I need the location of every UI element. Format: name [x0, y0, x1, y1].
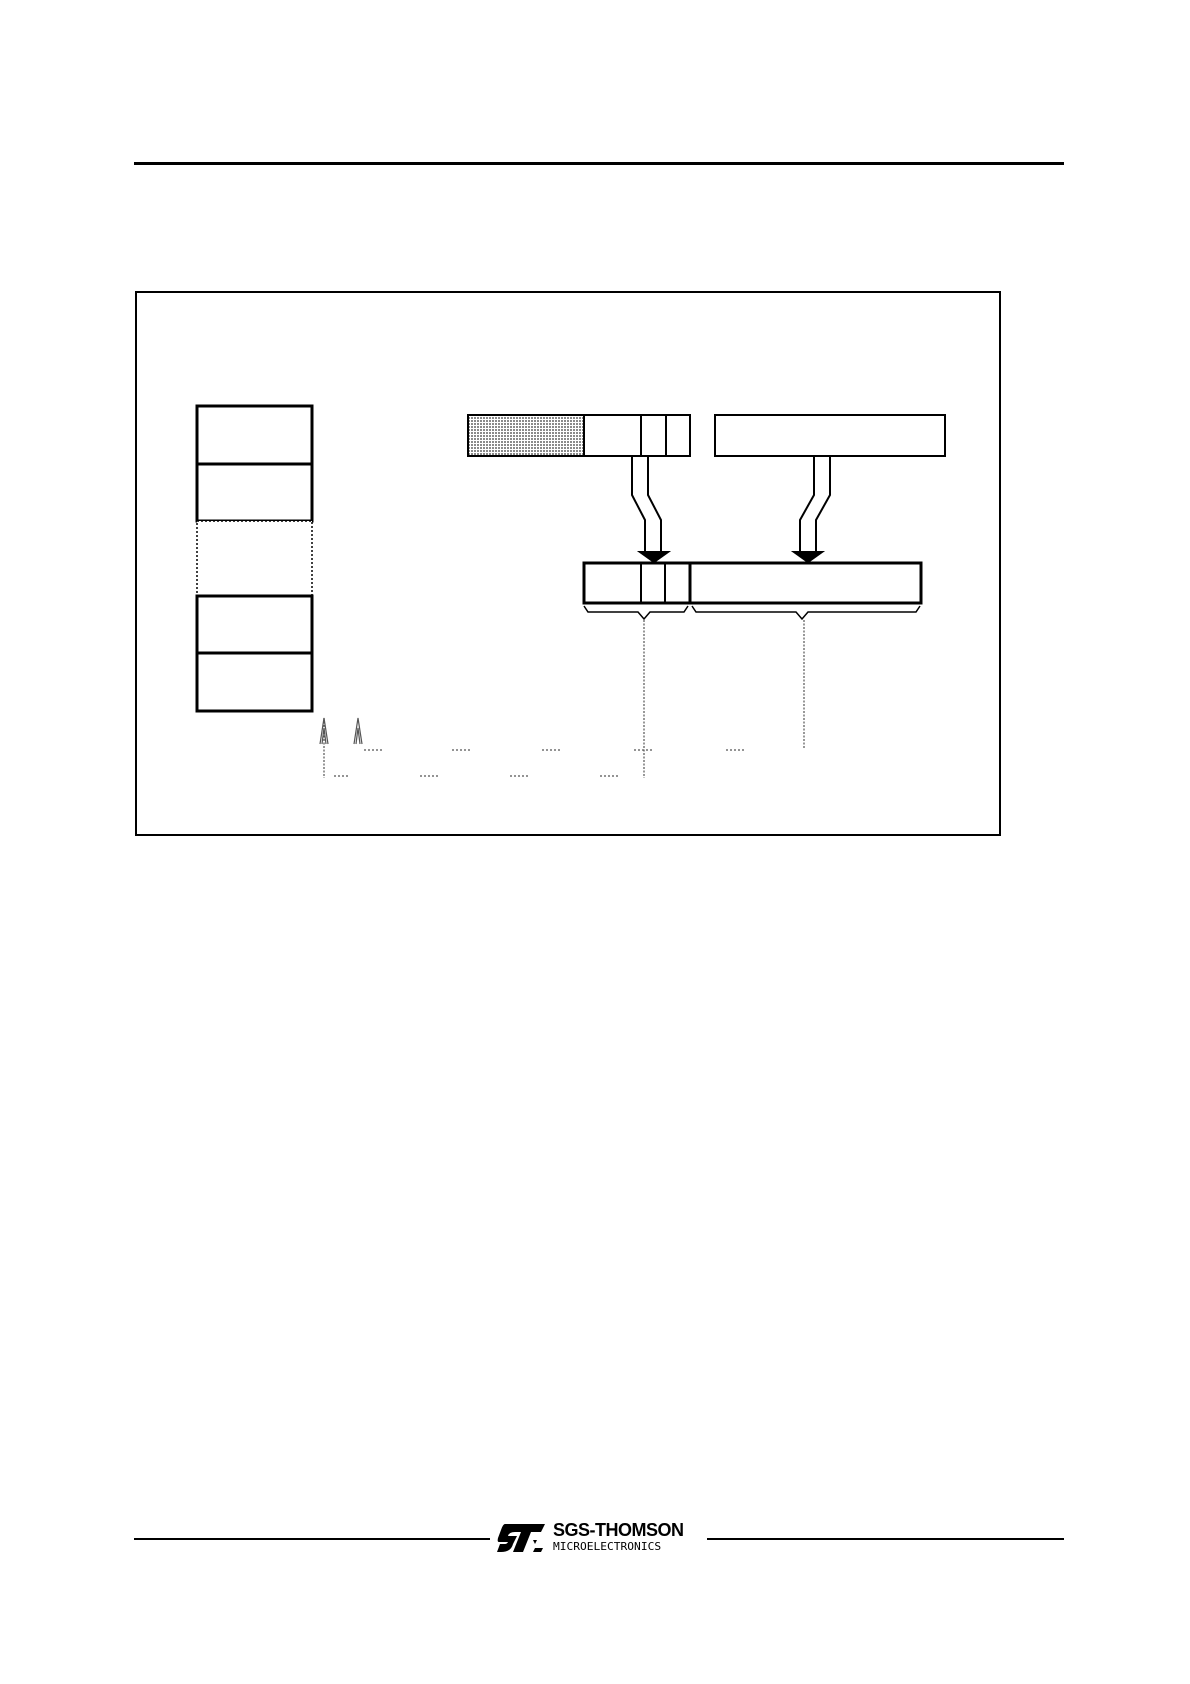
memory-block: [195, 594, 314, 655]
header-rule: [134, 162, 1064, 165]
figure-frame: [135, 291, 1001, 836]
register-bit: [665, 414, 691, 457]
address-markers: [319, 717, 744, 777]
offset-register: [714, 414, 946, 457]
field-braces: [583, 605, 921, 621]
company-logo: SGS-THOMSON MICROELECTRONICS: [497, 1520, 703, 1556]
memory-block: [195, 462, 314, 523]
left-transfer-arrow: [631, 456, 672, 564]
result-register: [582, 561, 923, 605]
logo-name: SGS-THOMSON: [553, 1520, 684, 1540]
leader-lines: [323, 620, 805, 778]
memory-block-gap: [196, 520, 313, 597]
memory-block: [195, 651, 314, 713]
source-register: [467, 414, 691, 457]
st-logo-icon: [497, 1524, 545, 1552]
memory-stack: [195, 404, 314, 713]
logo-subtitle: MICROELECTRONICS: [553, 1540, 662, 1553]
right-transfer-arrow: [790, 456, 831, 564]
footer-rule-left: [134, 1538, 490, 1540]
register-field: [583, 414, 642, 457]
footer-rule-right: [707, 1538, 1064, 1540]
